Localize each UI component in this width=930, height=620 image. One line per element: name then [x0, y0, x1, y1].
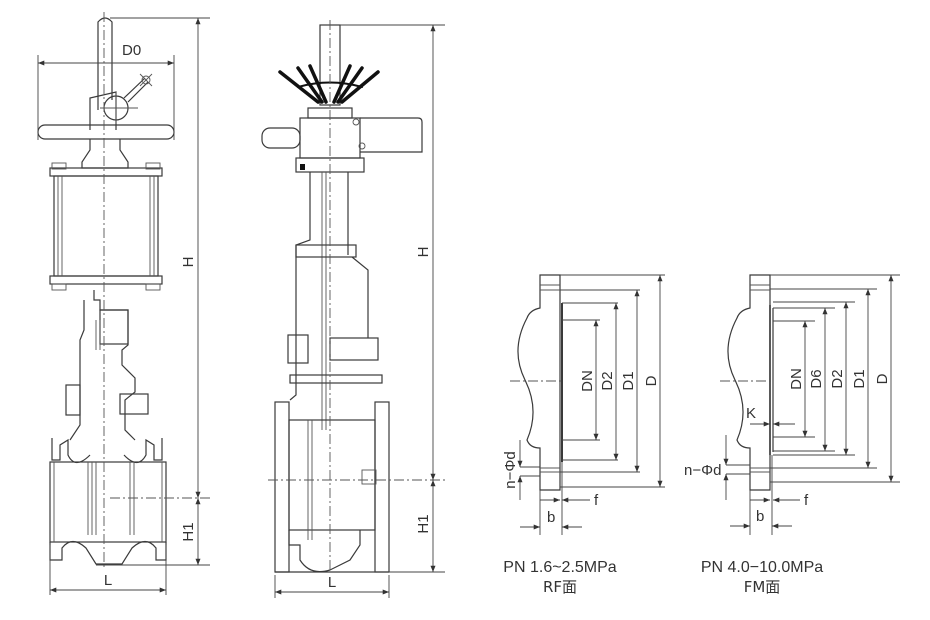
- caption-fm-pressure: PN 4.0−10.0MPa: [701, 559, 823, 576]
- valve-body: [288, 419, 376, 531]
- label-k: K: [746, 405, 756, 422]
- label-d: D: [874, 373, 891, 384]
- side-dimensions: H H1 L: [274, 24, 445, 598]
- label-h: H: [180, 257, 197, 268]
- label-d2: D2: [829, 369, 846, 388]
- front-view: [37, 12, 210, 570]
- label-dn: DN: [788, 368, 805, 390]
- side-view: [261, 20, 448, 573]
- label-bolt-holes: n−Φd: [684, 462, 721, 479]
- label-b: b: [547, 509, 555, 526]
- caption-rf-face: RF面: [543, 578, 577, 596]
- label-d6: D6: [808, 369, 825, 388]
- actuator-housing: [53, 175, 159, 277]
- valve-body: [49, 461, 167, 543]
- front-dimensions: D0 H H1 L: [37, 17, 210, 595]
- label-bolt-holes: n−Φd: [502, 451, 519, 488]
- label-d0: D0: [122, 42, 141, 59]
- flange-rf: DN D2 D1 D n−Φd f b PN 1.6~2.5MPa RF面: [502, 274, 665, 596]
- label-h1: H1: [180, 522, 197, 541]
- label-f: f: [804, 492, 809, 509]
- handle-bar: [37, 124, 175, 140]
- label-d2: D2: [599, 371, 616, 390]
- label-f: f: [594, 492, 599, 509]
- stem: [97, 17, 113, 110]
- label-b: b: [756, 508, 764, 525]
- label-dn: DN: [579, 370, 596, 392]
- label-d1: D1: [851, 369, 868, 388]
- label-h: H: [415, 247, 432, 258]
- label-h1: H1: [415, 514, 432, 533]
- label-d1: D1: [620, 371, 637, 390]
- caption-fm-face: FM面: [744, 578, 781, 596]
- flange-fm: DN D6 D2 D1 D K n−Φd f b PN 4.0−10.0MPa …: [684, 274, 900, 596]
- label-l: L: [104, 572, 112, 589]
- caption-rf-pressure: PN 1.6~2.5MPa: [503, 559, 617, 576]
- handwheel-spokes: [278, 64, 380, 104]
- label-d: D: [643, 375, 660, 386]
- label-l: L: [328, 574, 336, 591]
